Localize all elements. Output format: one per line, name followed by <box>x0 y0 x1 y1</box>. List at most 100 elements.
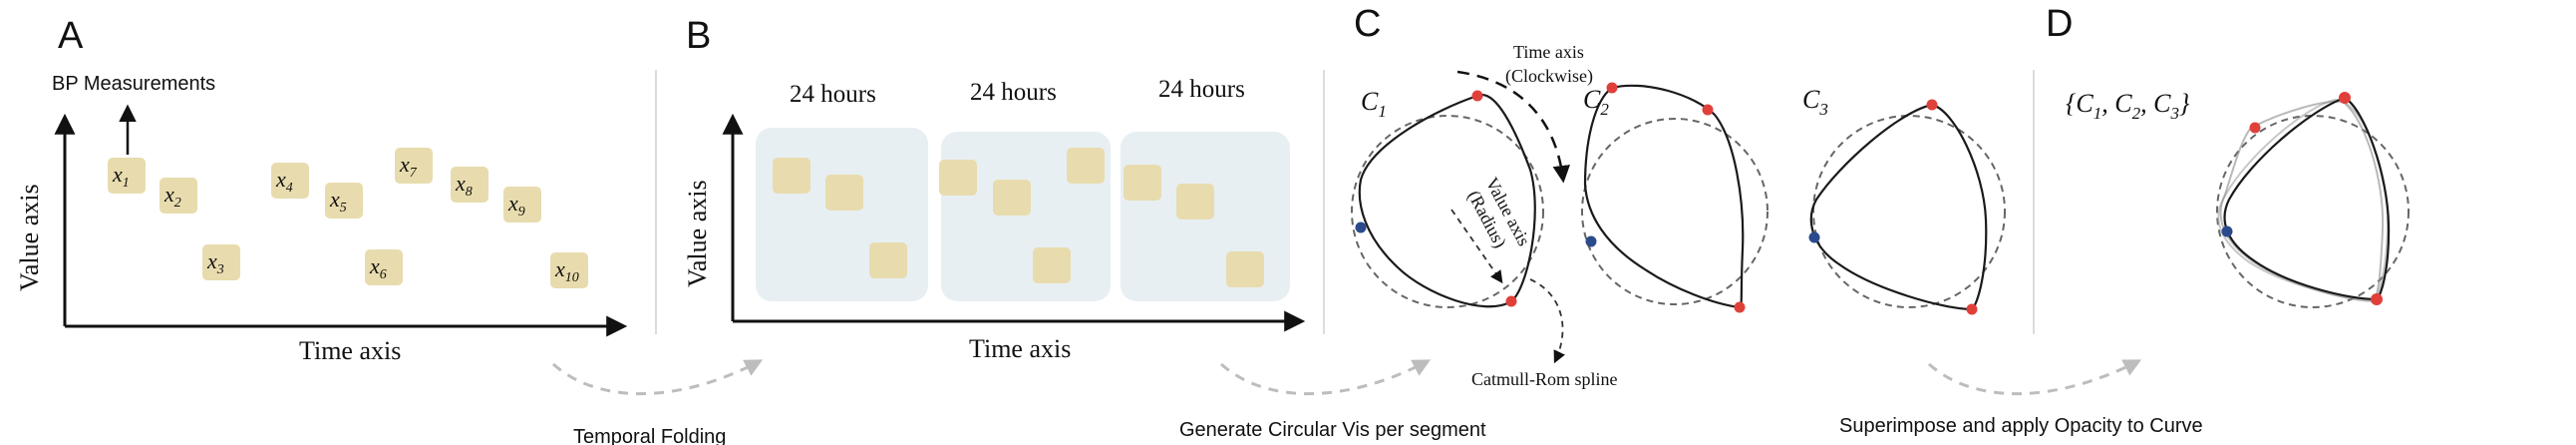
measurement-label: x5 <box>329 187 347 216</box>
segment-label: 24 hours <box>970 79 1057 106</box>
radius-arrow <box>1450 209 1503 284</box>
panel-letter-a: A <box>58 15 84 57</box>
y-axis-label-b: Value axis <box>683 180 712 287</box>
data-point-box <box>1226 251 1264 287</box>
panel-letter-c: C <box>1354 3 1381 45</box>
panel-b: B Value axis Time axis 24 hours 24 hours… <box>683 15 1306 363</box>
red-point <box>1966 303 1978 315</box>
red-point <box>1606 82 1618 94</box>
box-fill <box>550 252 588 288</box>
red-point <box>2371 293 2383 305</box>
transition-label: Superimpose and apply Opacity to Curve <box>1839 415 2203 437</box>
data-point-box <box>993 180 1031 216</box>
box-fill <box>365 249 403 285</box>
panel-a: A BP Measurements Value axis Time axis x… <box>15 15 628 365</box>
measurement-box-x6: x6 <box>365 249 403 285</box>
curved-transition-arrow <box>552 359 764 396</box>
circular-plot-c2: C2 <box>1581 82 1769 313</box>
transition-label: Temporal Folding <box>573 426 726 445</box>
measurement-label: x6 <box>369 253 387 282</box>
panel-d: D {C1, C2, C3} <box>2046 3 2410 308</box>
box-fill <box>271 163 309 199</box>
time-axis-label: Time axis <box>1513 42 1584 62</box>
panel-c: C C1 Time axis (Clockwise) Value axis (R… <box>1351 3 2006 389</box>
measurement-box-x1: x1 <box>108 158 146 194</box>
transition-arrows: Temporal Folding Generate Circular Vis p… <box>552 359 2203 445</box>
segment-label: 24 hours <box>790 81 876 108</box>
red-point <box>1505 295 1517 307</box>
box-fill <box>160 178 197 214</box>
red-point <box>1926 99 1938 111</box>
data-point-box <box>773 158 810 194</box>
measurement-box-x7: x7 <box>395 148 433 184</box>
x-axis-label-a: Time axis <box>299 336 401 365</box>
spline-curve <box>1809 103 1988 311</box>
box-fill <box>325 183 363 219</box>
blue-point <box>2221 225 2233 237</box>
panel-letter-d: D <box>2046 3 2073 45</box>
reference-circle <box>1581 118 1769 305</box>
blue-point <box>1355 222 1367 233</box>
measurement-label: x10 <box>554 256 579 285</box>
box-fill <box>395 148 433 184</box>
y-axis-label-a: Value axis <box>15 184 44 291</box>
measurement-label: x4 <box>275 167 293 196</box>
measurement-label: x2 <box>163 182 181 211</box>
measurement-box-x9: x9 <box>503 187 541 222</box>
box-fill <box>451 167 488 203</box>
box-fill <box>202 244 240 280</box>
measurement-box-x10: x10 <box>550 252 588 288</box>
time-axis-sublabel: (Clockwise) <box>1505 66 1593 87</box>
bp-measurements-label: BP Measurements <box>52 73 215 95</box>
data-point-box <box>1176 184 1214 220</box>
spline-curve <box>2223 96 2391 301</box>
box-fill <box>108 158 146 194</box>
measurement-label: x7 <box>399 152 418 181</box>
measurement-box-x5: x5 <box>325 183 363 219</box>
clockwise-arrow <box>1456 70 1570 184</box>
panel-letter-b: B <box>686 15 711 57</box>
measurement-box-x8: x8 <box>451 167 488 203</box>
red-point <box>1471 90 1483 102</box>
measurement-label: x8 <box>455 171 473 200</box>
reference-circle <box>1351 115 1544 308</box>
measurement-label: x3 <box>206 248 224 277</box>
spline-label: Catmull-Rom spline <box>1471 369 1618 389</box>
data-point-box <box>1067 148 1105 184</box>
segment-label: 24 hours <box>1158 76 1245 103</box>
blue-point <box>1808 231 1820 243</box>
faded-curve <box>2219 100 2385 303</box>
spline-pointer-arrow <box>1529 278 1565 364</box>
measurement-box-x2: x2 <box>160 178 197 214</box>
curved-transition-arrow <box>1928 359 2142 396</box>
reference-circle <box>1812 115 2006 308</box>
curve-label-c3: C3 <box>1802 85 1828 119</box>
red-point <box>2249 122 2261 134</box>
blue-point <box>1585 235 1597 247</box>
measurement-box-x3: x3 <box>202 244 240 280</box>
spline-curve <box>1358 93 1536 308</box>
data-point-box <box>939 160 977 196</box>
box-fill <box>503 187 541 222</box>
transition-label: Generate Circular Vis per segment <box>1179 419 1486 441</box>
x-axis-label-b: Time axis <box>969 334 1071 363</box>
data-point-box <box>825 175 863 211</box>
reference-circle <box>2216 115 2410 308</box>
curve-label-c2: C2 <box>1583 85 1609 119</box>
curved-transition-arrow <box>1220 359 1432 396</box>
red-point <box>1702 104 1714 116</box>
measurement-box-x4: x4 <box>271 163 309 199</box>
circular-plot-c3: C3 <box>1802 85 2006 315</box>
data-point-box <box>869 242 907 278</box>
data-point-box <box>1124 165 1161 201</box>
circular-plot-c1: C1 <box>1351 87 1544 308</box>
curve-set-label: {C1, C2, C3} <box>2066 89 2190 123</box>
red-point <box>1734 301 1746 313</box>
curve-label-c1: C1 <box>1361 87 1387 121</box>
measurement-label: x9 <box>507 191 525 220</box>
measurement-label: x1 <box>112 162 130 191</box>
red-point <box>2339 92 2351 104</box>
measurement-points: x1 x2 x3 x4 x5 x6 x7 x8 x9 x10 <box>108 148 588 288</box>
data-point-box <box>1033 247 1071 283</box>
